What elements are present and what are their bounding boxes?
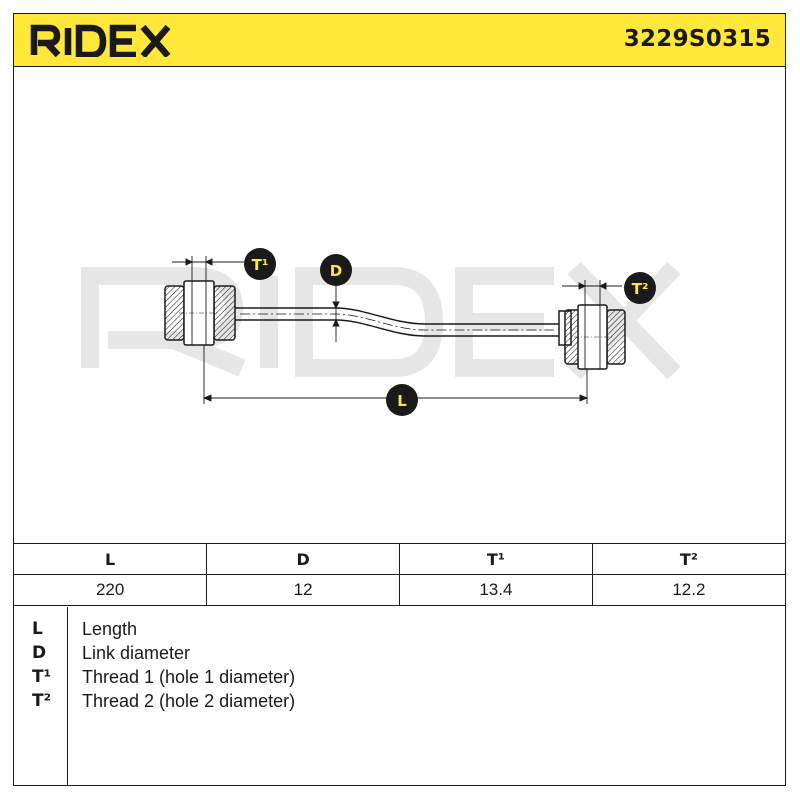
legend-item: T² Thread 2 (hole 2 diameter) xyxy=(14,691,785,715)
bushing-left xyxy=(164,280,236,346)
legend-key: L xyxy=(32,619,43,639)
spec-table: L D T¹ T² 220 12 13.4 12.2 xyxy=(14,543,785,606)
legend-divider xyxy=(67,607,68,786)
legend-desc: Link diameter xyxy=(82,643,191,663)
spec-table-header-row: L D T¹ T² xyxy=(14,543,785,575)
part-number: 3229S0315 xyxy=(623,26,771,52)
legend-item: D Link diameter xyxy=(14,643,785,667)
spec-value-d: 12 xyxy=(206,574,400,606)
badge-d: D xyxy=(320,254,352,286)
legend-key: D xyxy=(32,643,47,663)
badge-l-label: L xyxy=(397,392,407,410)
badge-t1-label: T¹ xyxy=(252,256,269,274)
legend-item: T¹ Thread 1 (hole 1 diameter) xyxy=(14,667,785,691)
spec-value-l: 220 xyxy=(14,574,208,606)
badge-t1: T¹ xyxy=(244,248,276,280)
spec-table-value-row: 220 12 13.4 12.2 xyxy=(14,574,785,606)
bushing-right xyxy=(558,304,626,370)
header-bar: 3229S0315 xyxy=(14,14,785,67)
legend-key: T¹ xyxy=(32,667,52,687)
legend-desc: Thread 1 (hole 1 diameter) xyxy=(82,667,296,687)
badge-t2-label: T² xyxy=(632,280,649,298)
legend: L Length D Link diameter T¹ Thread 1 (ho… xyxy=(14,607,785,786)
ridex-logo xyxy=(30,24,171,57)
spec-header-t2: T² xyxy=(591,543,785,575)
technical-drawing: T¹ D T² L xyxy=(81,248,681,416)
spec-value-t1: 13.4 xyxy=(399,574,593,606)
legend-desc: Length xyxy=(82,619,138,639)
badge-t2: T² xyxy=(624,272,656,304)
spec-header-d: D xyxy=(206,543,400,575)
legend-key: T² xyxy=(32,691,52,711)
spec-header-l: L xyxy=(14,543,208,575)
legend-item: L Length xyxy=(14,619,785,643)
badge-d-label: D xyxy=(330,262,342,280)
datasheet-frame: 3229S0315 xyxy=(13,13,786,786)
link-rod xyxy=(235,307,559,337)
spec-value-t2: 12.2 xyxy=(591,574,785,606)
legend-desc: Thread 2 (hole 2 diameter) xyxy=(82,691,296,711)
spec-header-t1: T¹ xyxy=(399,543,593,575)
badge-l: L xyxy=(386,384,418,416)
